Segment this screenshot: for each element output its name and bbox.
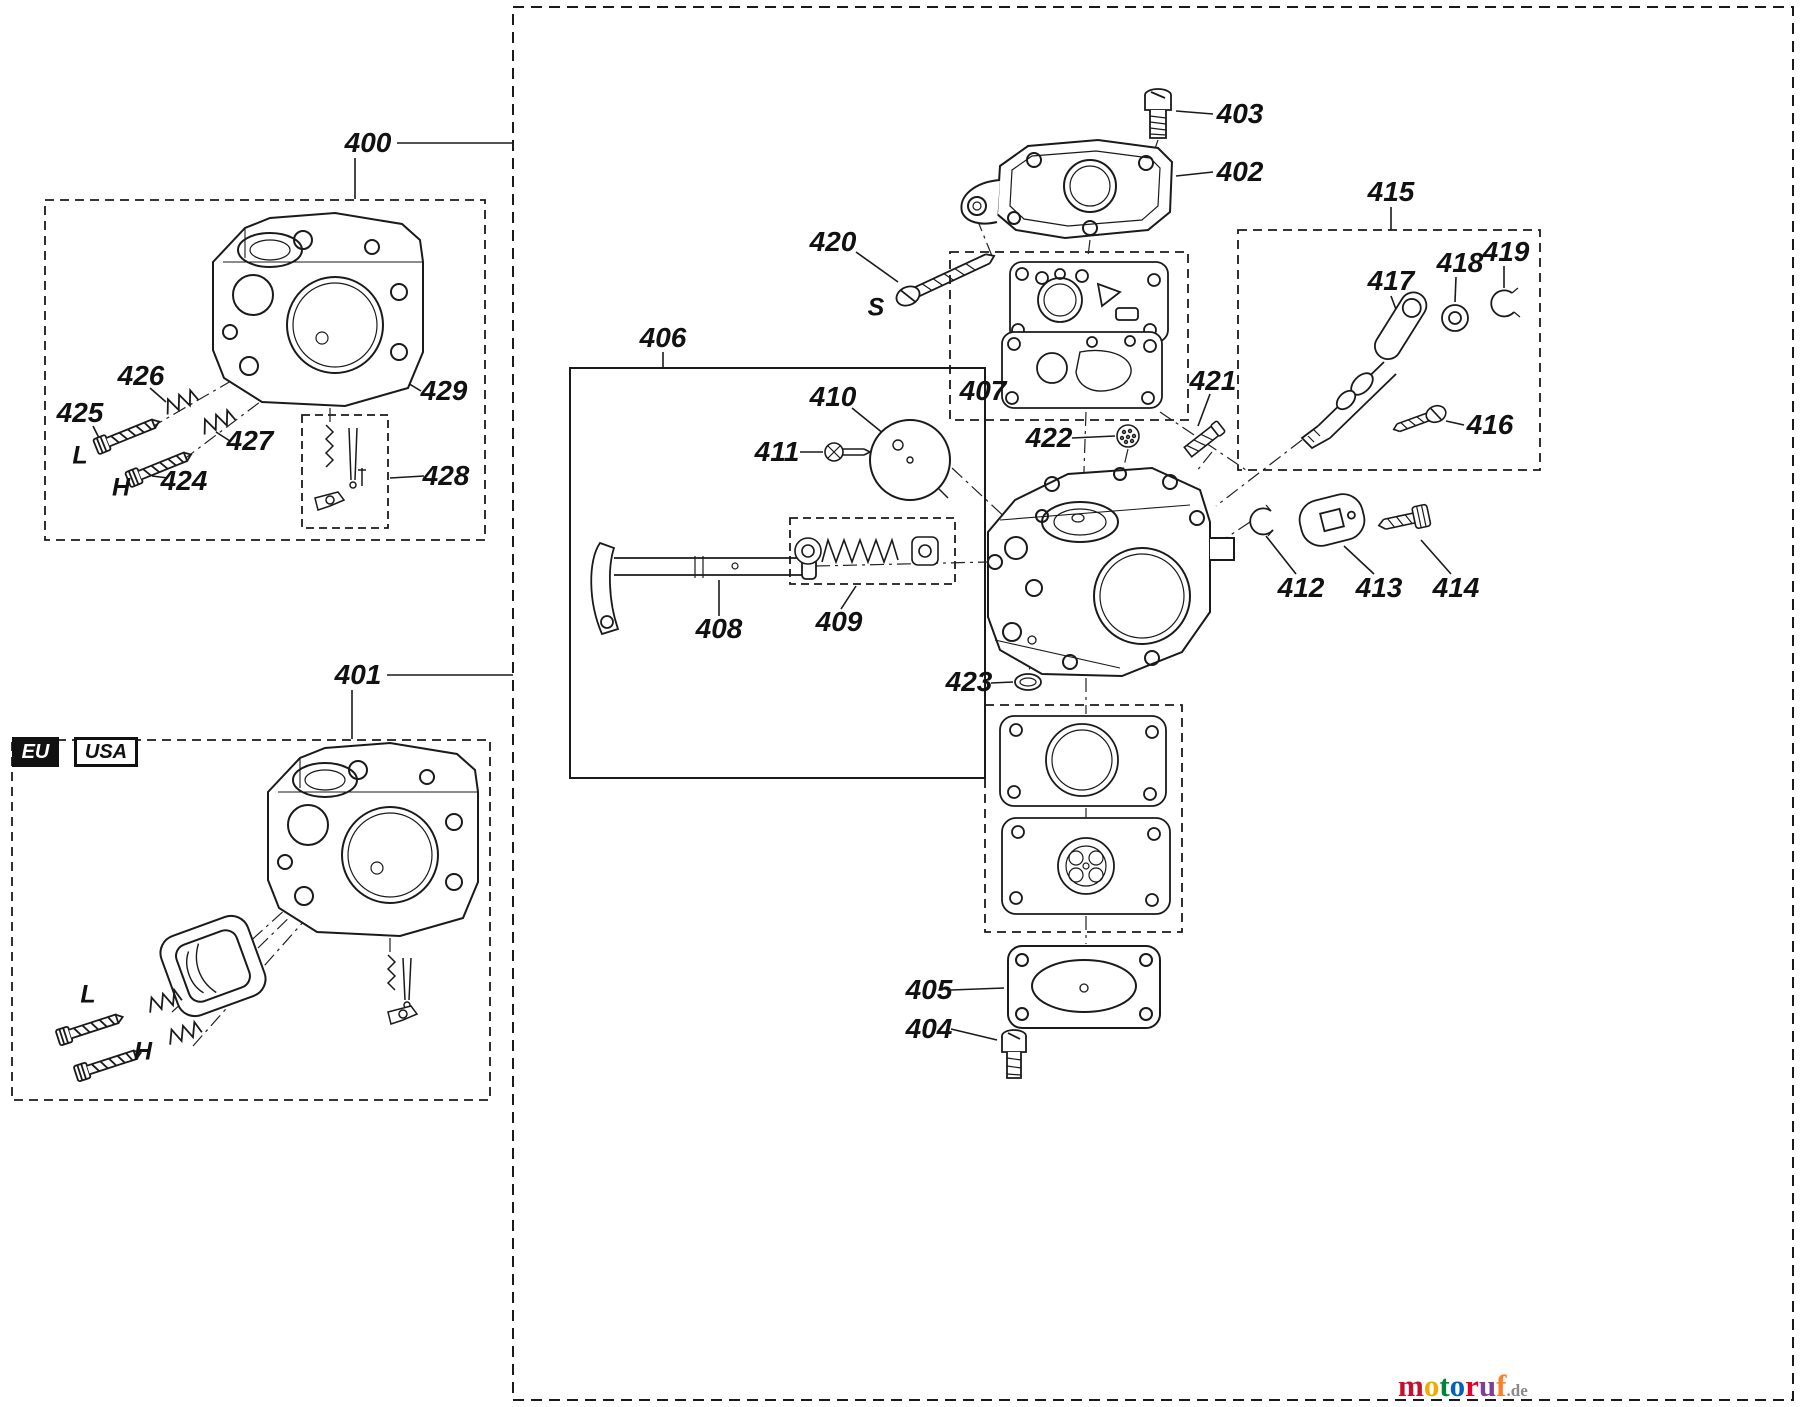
callout-408: 408 xyxy=(695,613,743,644)
callout-426: 426 xyxy=(117,360,165,391)
callout-s: S xyxy=(867,293,885,322)
screw-414 xyxy=(1377,503,1432,530)
callout-h-top: H xyxy=(111,473,131,502)
callout-l-bottom: L xyxy=(80,980,96,1009)
needle-lever-kit-401 xyxy=(386,954,419,1025)
region-tab-usa: USA xyxy=(74,737,138,767)
screw-416 xyxy=(1392,404,1447,433)
callout-400: 400 xyxy=(344,127,392,158)
group-406-solid-box xyxy=(569,367,986,779)
pump-cup-401 xyxy=(159,914,267,1018)
group-407-box xyxy=(949,251,1189,421)
screw-420 xyxy=(895,253,996,307)
callout-h-bottom: H xyxy=(133,1037,153,1066)
frame-boxes xyxy=(11,6,1794,1401)
spring-screw-421 xyxy=(1183,420,1226,458)
pump-diaphragm-407 xyxy=(1001,261,1169,409)
callout-422: 422 xyxy=(1025,422,1073,453)
diaphragm-group-box xyxy=(984,704,1183,933)
watermark: motoruf.de xyxy=(1398,1368,1528,1403)
shaft-spring-409 xyxy=(794,536,939,566)
screw-404 xyxy=(1001,1029,1027,1079)
callout-418: 418 xyxy=(1436,247,1484,278)
callout-403: 403 xyxy=(1216,98,1264,129)
callout-410: 410 xyxy=(809,381,857,412)
callout-414: 414 xyxy=(1432,572,1480,603)
carburetor-body-400 xyxy=(212,211,424,408)
group-428-box xyxy=(301,414,389,529)
screw-411 xyxy=(824,442,872,462)
callout-428: 428 xyxy=(422,460,470,491)
main-dashed-border xyxy=(512,6,1794,1401)
callout-412: 412 xyxy=(1277,572,1325,603)
callout-424: 424 xyxy=(160,465,208,496)
pump-cover-402 xyxy=(960,138,1174,240)
callout-429: 429 xyxy=(420,375,468,406)
callout-420: 420 xyxy=(809,226,857,257)
callout-416: 416 xyxy=(1466,409,1514,440)
callout-404: 404 xyxy=(905,1013,953,1044)
callout-405: 405 xyxy=(905,974,953,1005)
callout-402: 402 xyxy=(1216,156,1264,187)
metering-diaphragm xyxy=(1001,817,1171,915)
screw-l-401 xyxy=(54,1008,127,1047)
throttle-shaft-408 xyxy=(590,541,817,636)
screw-403 xyxy=(1144,88,1172,139)
choke-knob-413 xyxy=(1298,493,1366,547)
washer-418 xyxy=(1441,304,1469,332)
region-tab-eu: EU xyxy=(12,737,59,767)
callout-427: 427 xyxy=(226,425,274,456)
choke-shaft-417 xyxy=(1300,291,1428,450)
callout-421: 421 xyxy=(1189,365,1237,396)
carburetor-body-main xyxy=(987,466,1235,678)
e-clip-419 xyxy=(1490,287,1521,318)
callout-407: 407 xyxy=(959,375,1007,406)
group-415-box xyxy=(1237,229,1541,471)
throttle-disc-410 xyxy=(869,419,951,501)
callout-423: 423 xyxy=(945,666,993,697)
screw-h-401 xyxy=(72,1044,145,1083)
needle-lever-kit-428 xyxy=(314,424,366,511)
callout-425: 425 xyxy=(56,397,104,428)
callout-415: 415 xyxy=(1367,176,1415,207)
metering-gasket xyxy=(999,715,1167,807)
callout-417: 417 xyxy=(1367,265,1415,296)
callout-413: 413 xyxy=(1355,572,1403,603)
screen-422 xyxy=(1116,424,1140,448)
carburetor-body-401 xyxy=(267,741,479,938)
e-clip-412 xyxy=(1249,504,1274,537)
o-ring-423 xyxy=(1014,673,1042,691)
bottom-cover-405 xyxy=(1007,945,1161,1029)
callout-406: 406 xyxy=(639,322,687,353)
leader-lines xyxy=(92,110,1505,1041)
callout-l-top: L xyxy=(72,441,88,470)
group-409-box xyxy=(789,517,956,585)
callout-419: 419 xyxy=(1482,236,1530,267)
callout-401: 401 xyxy=(334,659,382,690)
callout-411: 411 xyxy=(754,436,800,467)
callout-409: 409 xyxy=(815,606,863,637)
